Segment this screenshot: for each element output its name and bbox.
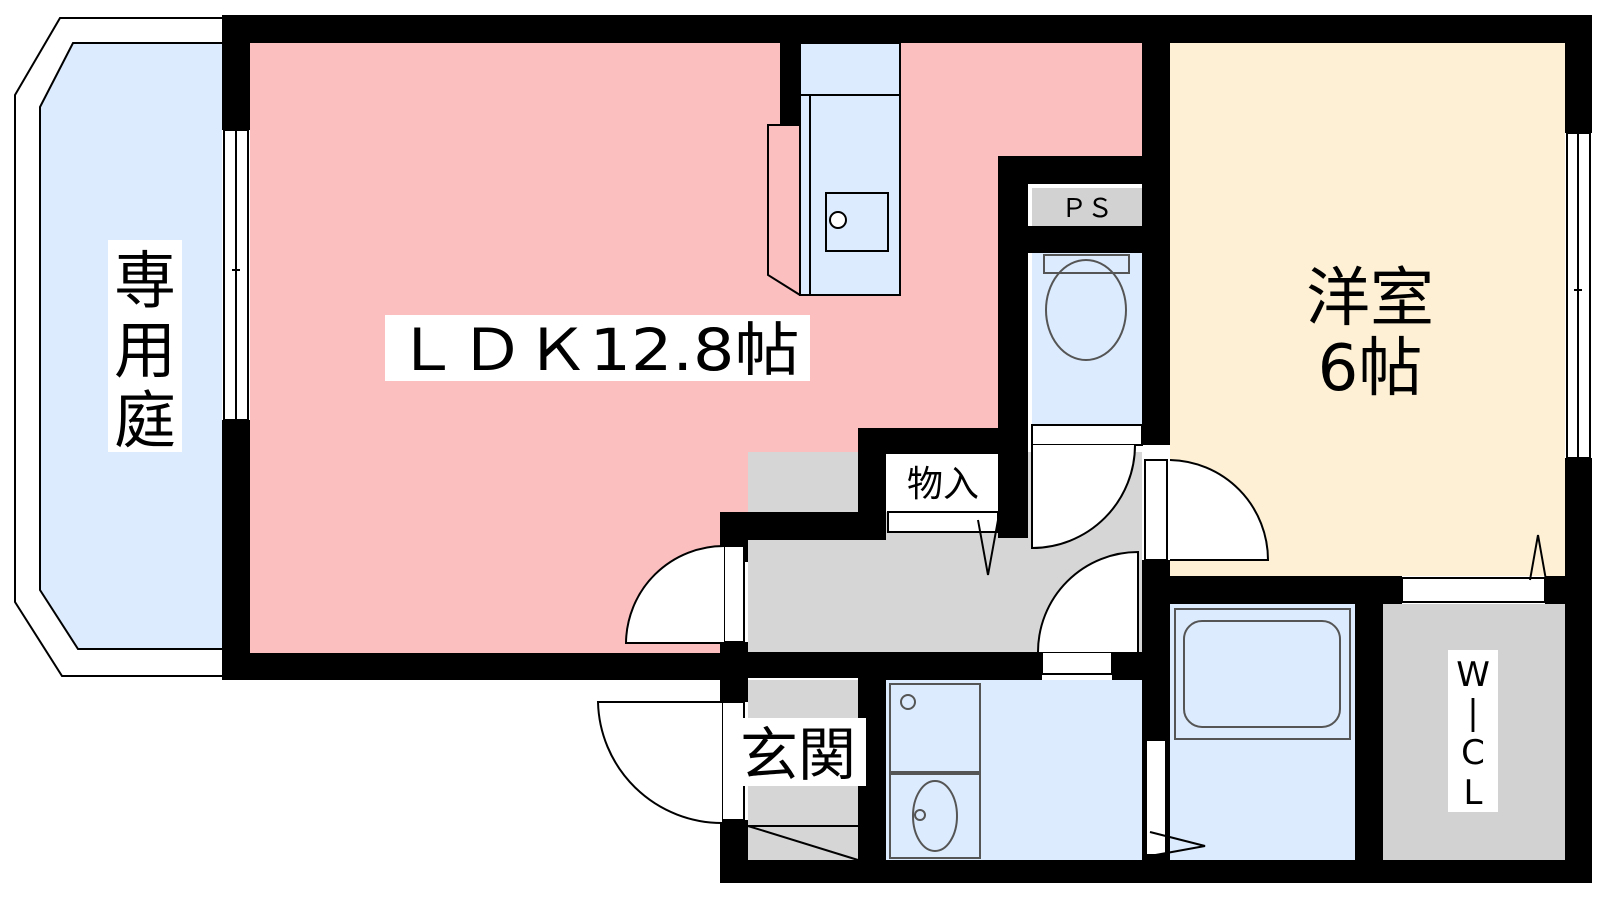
wic-label-char-4: L <box>1464 773 1483 813</box>
bathroom-area <box>1170 604 1355 860</box>
ps-area <box>1032 188 1142 226</box>
wic-label-char-3: C <box>1461 733 1485 773</box>
toilet-fixture <box>1043 254 1130 361</box>
bedroom-label: 洋室 <box>1306 262 1434 336</box>
ps-label-group: ＰＳ <box>1061 194 1113 224</box>
garden-inner-outline <box>39 42 222 650</box>
wic-label-char-1: W <box>1456 655 1490 695</box>
washroom-fixtures <box>889 683 981 859</box>
doors <box>596 424 1547 861</box>
window-garden <box>223 129 249 421</box>
garden-label-group: 専 用 庭 <box>108 240 182 457</box>
ldk-label-group: ＬＤＫ12.8帖 <box>385 315 810 384</box>
storage-label: 物入 <box>907 464 979 505</box>
wic-label-char-2: | <box>1467 693 1478 733</box>
bedroom-label-group: 洋室 6帖 <box>1306 262 1434 406</box>
toilet-area <box>1032 253 1142 425</box>
window-bedroom <box>1566 132 1591 459</box>
storage-label-group: 物入 <box>893 457 993 505</box>
kitchen-counter <box>767 42 901 296</box>
bathtub <box>1174 608 1351 740</box>
garden-label-char-2: 用 <box>114 314 176 387</box>
ps-label: ＰＳ <box>1061 194 1113 224</box>
wic-label-group: W | C L <box>1448 650 1498 813</box>
entrance-label-group: 玄関 <box>730 718 866 789</box>
garden-outline <box>14 17 222 677</box>
garden-label-char-3: 庭 <box>114 384 176 457</box>
ldk-label: ＬＤＫ12.8帖 <box>395 316 800 384</box>
washroom-area <box>886 680 1142 860</box>
bedroom-size-label: 6帖 <box>1318 332 1423 406</box>
garden-label-char-1: 専 <box>114 244 176 317</box>
entrance-label: 玄関 <box>740 721 856 789</box>
